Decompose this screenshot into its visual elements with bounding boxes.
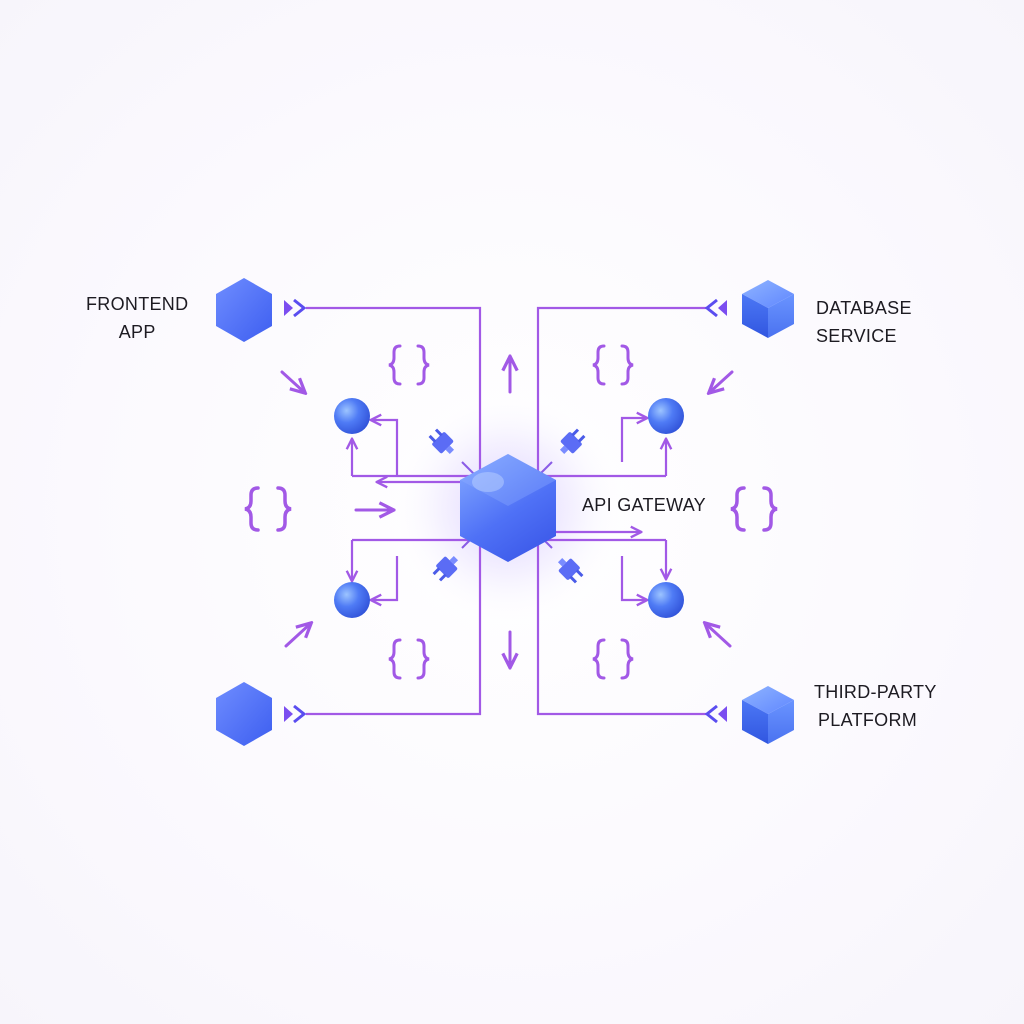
curly-braces-icon <box>730 486 778 532</box>
database-service-label: DATABASE SERVICE <box>816 294 912 350</box>
database-service-label-line1: DATABASE <box>816 298 912 318</box>
chevron-connector-icon <box>704 704 727 724</box>
curly-braces-icon <box>592 638 634 680</box>
frontend-app-label-line2: APP <box>118 322 156 342</box>
database-service-label-line2: SERVICE <box>816 326 897 346</box>
connector-left-bottom <box>306 530 482 716</box>
chevron-connector-icon <box>704 298 727 318</box>
api-gateway-node[interactable] <box>460 454 556 562</box>
arrow-icon <box>280 370 304 392</box>
hexagon-node-icon[interactable] <box>216 682 272 746</box>
curly-braces-icon <box>388 344 430 386</box>
loop-upper-left-b <box>372 420 399 476</box>
loop-lower-left-b <box>372 556 399 600</box>
plug-icon <box>557 557 584 584</box>
connector-frontend <box>306 306 482 490</box>
api-gateway-label: API GATEWAY <box>582 495 706 515</box>
loop-upper-right-b <box>620 418 646 462</box>
connector-third-party <box>536 530 706 716</box>
arrow-icon <box>710 370 734 392</box>
bus-connectors <box>306 306 706 716</box>
hexagon-node-icon[interactable] <box>216 278 272 342</box>
sphere-node-icon[interactable] <box>334 582 370 618</box>
sphere-node-icon[interactable] <box>648 398 684 434</box>
curly-braces-icon <box>244 486 292 532</box>
sphere-node-icon[interactable] <box>648 582 684 618</box>
chevron-connector-icon <box>284 298 307 318</box>
curly-braces-icon <box>388 638 430 680</box>
cube-node-icon[interactable] <box>742 280 794 338</box>
third-party-platform-label-line1: THIRD-PARTY <box>814 682 937 702</box>
frontend-app-label-line1: FRONTEND <box>86 294 189 314</box>
third-party-platform-label: THIRD-PARTY PLATFORM <box>814 678 937 734</box>
frontend-app-label: FRONTEND APP <box>86 290 188 346</box>
curly-braces-icon <box>592 344 634 386</box>
chevron-connector-icon <box>284 704 307 724</box>
arrow-icon <box>284 624 310 648</box>
arrow-icon <box>706 624 732 648</box>
cube-node-icon[interactable] <box>742 686 794 744</box>
third-party-platform-label-line2: PLATFORM <box>818 710 918 730</box>
connector-database <box>536 306 706 490</box>
sphere-node-icon[interactable] <box>334 398 370 434</box>
plug-icon <box>559 428 586 455</box>
loop-lower-right-b <box>620 556 646 600</box>
